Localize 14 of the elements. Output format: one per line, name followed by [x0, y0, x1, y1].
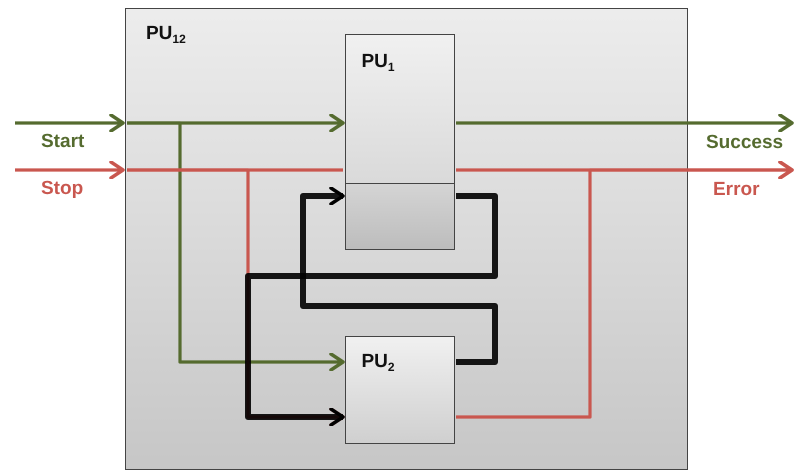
edge-label: Stop: [40, 179, 84, 200]
unit-label: PU$_{1}$: [362, 50, 395, 74]
process-box: [344, 34, 454, 250]
signal-arrow: [245, 193, 498, 427]
signal-arrow: [15, 160, 125, 180]
signal-arrow: [300, 186, 498, 365]
process-box: [125, 8, 688, 470]
unit-label: PU$_{2}$: [362, 350, 395, 374]
process-box: [344, 336, 454, 444]
unit-label: PU$_{12}$: [146, 23, 186, 46]
signal-arrow: [456, 113, 794, 133]
signal-arrow: [127, 121, 345, 372]
signal-arrow: [15, 113, 125, 133]
signal-arrow: [456, 160, 794, 419]
